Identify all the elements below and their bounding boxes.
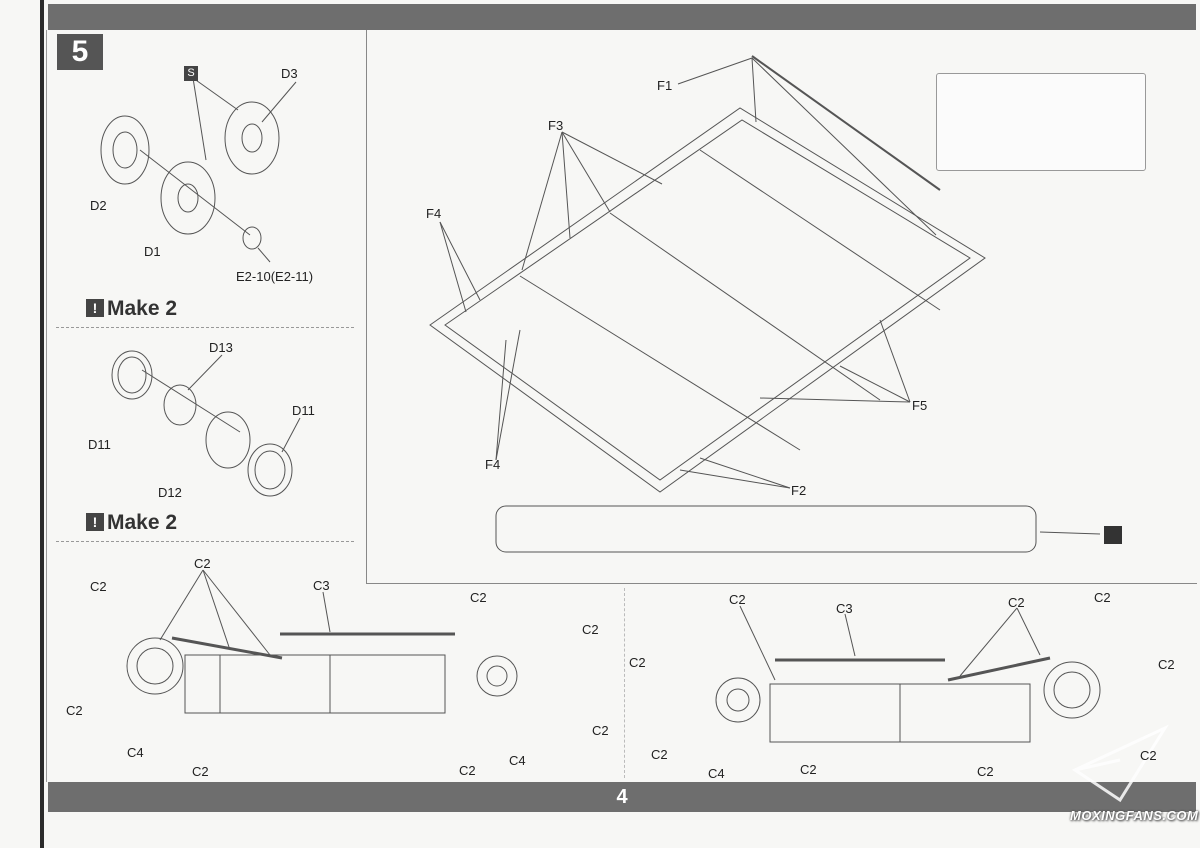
part-label-d13: D13 xyxy=(209,340,233,355)
part-label-f3: F3 xyxy=(548,118,564,133)
part-label-c2: C2 xyxy=(629,655,646,670)
part-label-c2: C2 xyxy=(90,579,107,594)
part-label-c2: C2 xyxy=(459,763,476,778)
part-label-d3: D3 xyxy=(281,66,298,81)
part-label-c2: C2 xyxy=(1158,657,1175,672)
part-label-c3: C3 xyxy=(836,601,853,616)
part-label-e2: E2-10(E2-11) xyxy=(236,269,314,284)
make-label: Make 2 xyxy=(107,511,178,534)
part-label-c2: C2 xyxy=(800,762,817,777)
axle-e2 xyxy=(242,226,262,250)
sprocket-wheel-d3 xyxy=(224,101,280,175)
part-label-f4-top: F4 xyxy=(426,206,442,221)
idler-hub-d13 xyxy=(163,384,197,426)
idler-wheel-d12 xyxy=(205,411,251,469)
section-divider xyxy=(56,327,354,328)
idler-left xyxy=(476,655,518,697)
part-label-f4-bottom: F4 xyxy=(485,457,501,472)
part-label-c4: C4 xyxy=(708,766,725,781)
bottom-bar: 4 xyxy=(48,782,1196,812)
part-label-c2: C2 xyxy=(66,703,83,718)
idler-ring-left xyxy=(111,350,153,400)
s-icon: S xyxy=(184,66,198,81)
part-label-c4: C4 xyxy=(127,745,144,760)
part-label-c2: C2 xyxy=(582,622,599,637)
watermark-plane xyxy=(1071,724,1169,803)
part-label-c4: C4 xyxy=(509,753,526,768)
part-label-c2: C2 xyxy=(194,556,211,571)
sprocket-wheel-d1 xyxy=(160,161,216,235)
track-strip xyxy=(495,505,1037,553)
part-label-c2: C2 xyxy=(977,764,994,779)
top-bar xyxy=(48,4,1196,30)
part-label-c2: C2 xyxy=(729,592,746,607)
part-label-f5: F5 xyxy=(912,398,928,413)
make-2-idler: !Make 2 xyxy=(86,511,177,535)
margin-line xyxy=(46,30,47,782)
watermark-text: MOXINGFANS.COM xyxy=(1070,808,1199,823)
part-label-c3: C3 xyxy=(313,578,330,593)
part-label-d11-left: D11 xyxy=(88,437,111,452)
step-number: 5 xyxy=(57,34,103,70)
hull-left xyxy=(184,654,446,714)
part-label-d1: D1 xyxy=(144,244,161,259)
part-label-c2: C2 xyxy=(470,590,487,605)
part-label-c2: C2 xyxy=(1094,590,1111,605)
binding-edge xyxy=(40,0,44,848)
part-label-d11-right: D11 xyxy=(292,403,315,418)
idler-right xyxy=(715,677,761,723)
part-label-d12: D12 xyxy=(158,485,182,500)
warning-icon: ! xyxy=(86,299,104,317)
part-label-c2: C2 xyxy=(192,764,209,779)
sprue-outline xyxy=(429,107,986,493)
make-label: Make 2 xyxy=(107,297,178,320)
section-divider xyxy=(56,541,354,542)
warning-icon: ! xyxy=(86,513,104,531)
sprue-frame xyxy=(366,30,1197,584)
make-2-sprocket: !Make 2 xyxy=(86,297,177,321)
idler-ring-right xyxy=(247,443,293,497)
cut-tool-icon xyxy=(1104,526,1122,544)
part-label-d2: D2 xyxy=(90,198,107,213)
part-label-c2: C2 xyxy=(651,747,668,762)
part-label-c2: C2 xyxy=(592,723,609,738)
page-number: 4 xyxy=(616,786,628,808)
sprocket-right xyxy=(1043,661,1101,719)
part-label-c2: C2 xyxy=(1008,595,1025,610)
track-divider xyxy=(624,588,625,778)
sprocket-hub-d2 xyxy=(100,115,150,185)
part-label-f1: F1 xyxy=(657,78,673,93)
part-label-c2: C2 xyxy=(1140,748,1157,763)
sprocket-left xyxy=(126,637,184,695)
detail-inset xyxy=(936,73,1146,171)
part-label-f2: F2 xyxy=(791,483,807,498)
